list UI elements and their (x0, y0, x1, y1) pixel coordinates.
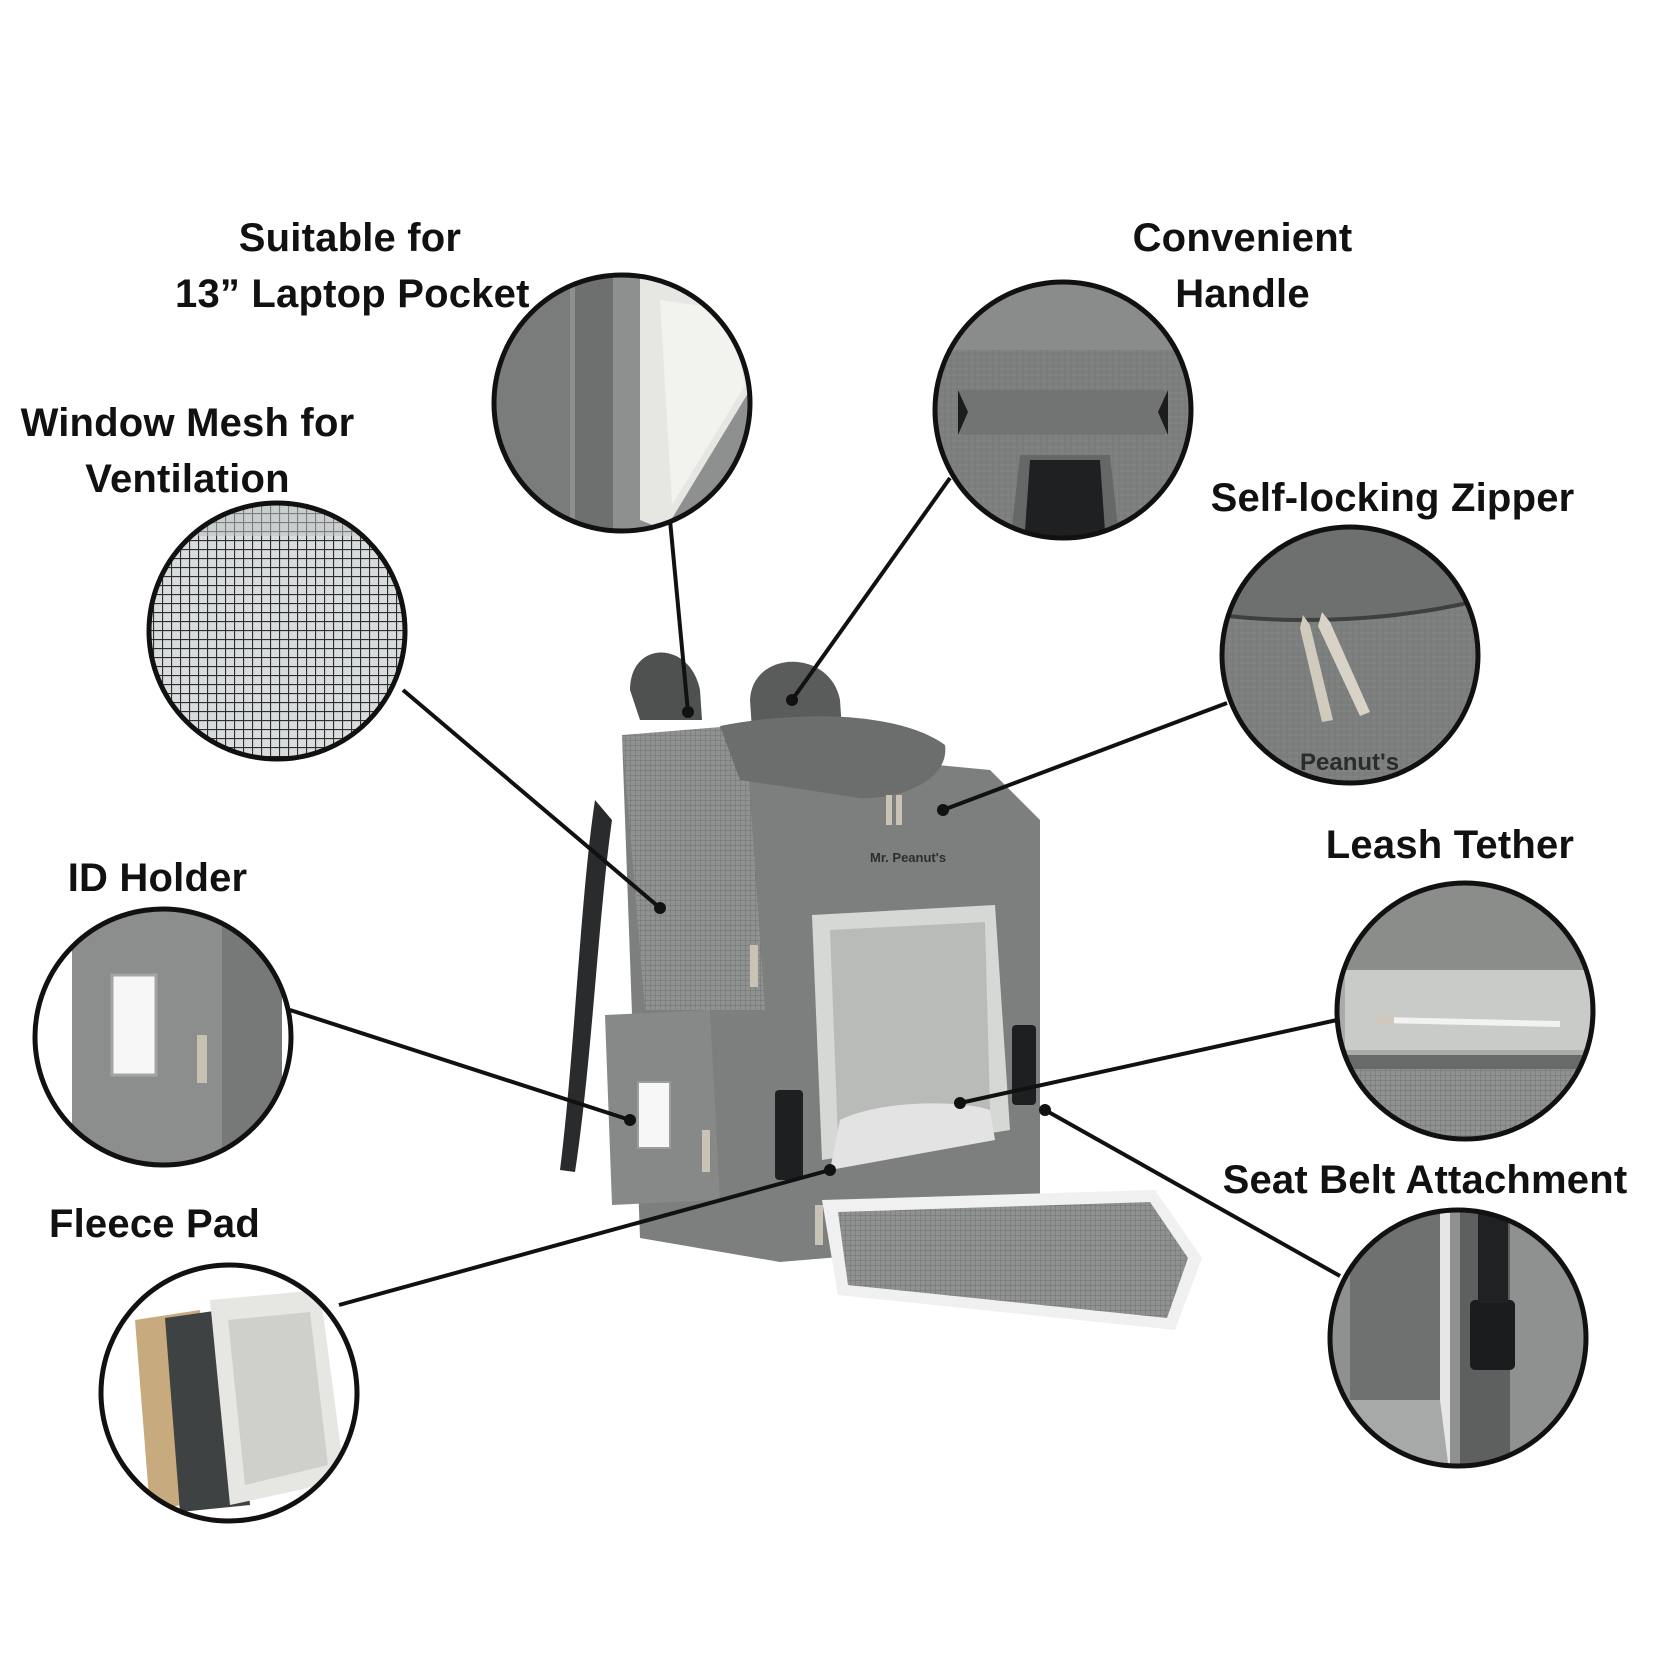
label-zipper: Self-locking Zipper (1195, 470, 1590, 526)
seat-belt-detail (1327, 1207, 1589, 1469)
label-handle: Convenient Handle (1110, 210, 1375, 322)
callout-line-mesh (401, 688, 662, 910)
buckle-left (775, 1090, 803, 1180)
callout-line-id (289, 1008, 631, 1122)
laptop-pocket-detail (491, 272, 753, 534)
handle-detail (932, 279, 1194, 541)
window-mesh-detail (146, 500, 408, 762)
label-zipper-line1: Self-locking Zipper (1210, 476, 1575, 520)
label-id-holder-line1: ID Holder (67, 856, 248, 900)
label-laptop-pocket-line2: 13” Laptop Pocket (175, 272, 530, 316)
label-fleece: Fleece Pad (32, 1196, 277, 1252)
buckle-right (1012, 1025, 1036, 1105)
label-laptop-pocket-line1: Suitable for (238, 216, 462, 260)
label-leash: Leash Tether (1310, 817, 1590, 873)
id-holder-detail (32, 906, 294, 1168)
id-card-window (637, 1081, 671, 1149)
zipper-detail: Peanut's (1219, 524, 1481, 786)
label-laptop-pocket: Suitable for 13” Laptop Pocket (175, 210, 530, 322)
zipper-brand-logo: Peanut's (1300, 749, 1399, 776)
callout-line-handle (790, 476, 952, 702)
front-brand-logo: Mr. Peanut's (870, 850, 946, 865)
leash-tether-detail (1334, 880, 1596, 1142)
side-strap (560, 800, 612, 1172)
callout-line-zipper (942, 701, 1228, 812)
label-id-holder: ID Holder (50, 850, 265, 906)
label-window-mesh: Window Mesh for Ventilation (10, 395, 365, 507)
label-fleece-line1: Fleece Pad (48, 1202, 260, 1246)
label-handle-line2: Handle (1175, 272, 1310, 316)
label-seat-belt-line1: Seat Belt Attachment (1222, 1158, 1628, 1202)
callout-dots (624, 694, 1051, 1176)
callout-line-seat-belt (1044, 1108, 1341, 1278)
label-window-mesh-line2: Ventilation (85, 457, 290, 501)
label-handle-line1: Convenient (1132, 216, 1353, 260)
label-seat-belt: Seat Belt Attachment (1205, 1152, 1645, 1208)
callout-lines (289, 476, 1341, 1307)
backpack: Mr. Peanut's (560, 652, 1202, 1330)
callout-line-laptop (668, 519, 690, 713)
fleece-pad-detail (98, 1262, 360, 1524)
callout-line-fleece (338, 1168, 831, 1307)
side-zipper-pull (750, 945, 758, 987)
side-mesh-panel (622, 725, 765, 1010)
top-flap (720, 716, 946, 799)
label-window-mesh-line1: Window Mesh for (20, 401, 355, 445)
label-leash-line1: Leash Tether (1325, 823, 1575, 867)
callout-line-leash (959, 1018, 1338, 1105)
